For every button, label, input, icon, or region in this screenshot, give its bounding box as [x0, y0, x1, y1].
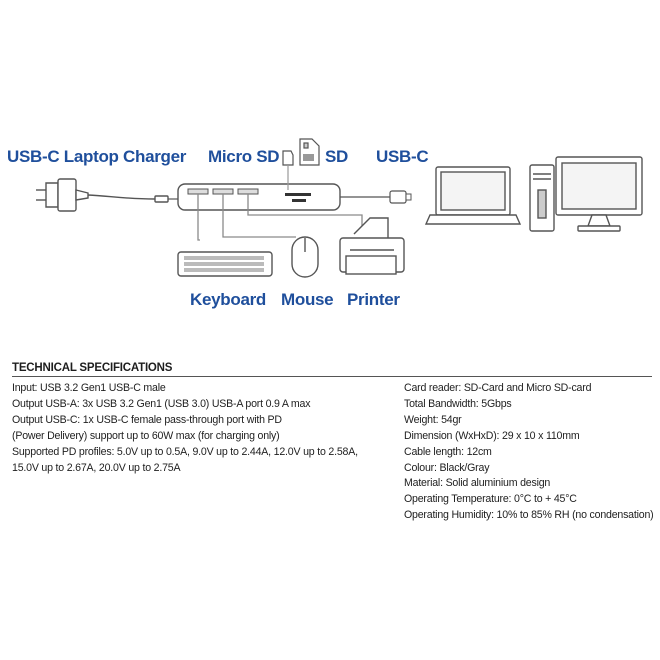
spec-line: Operating Humidity: 10% to 85% RH (no co… [404, 509, 654, 522]
sd-card-icon [299, 138, 320, 166]
spec-line: Material: Solid aluminium design [404, 477, 551, 490]
label-sd: SD [325, 147, 349, 166]
spec-line: Total Bandwidth: 5Gbps [404, 397, 512, 410]
spec-line: 15.0V up to 2.67A, 20.0V up to 2.75A [12, 461, 181, 474]
keyboard-icon [177, 251, 273, 277]
printer-icon [339, 217, 405, 275]
desktop-tower-icon [529, 164, 555, 232]
spec-line: Colour: Black/Gray [404, 461, 490, 474]
mouse-icon [291, 236, 319, 278]
connection-diagram [36, 138, 643, 278]
laptop-icon [424, 166, 522, 225]
label-mouse: Mouse [281, 290, 334, 309]
label-micro-sd: Micro SD [208, 147, 280, 166]
spec-line: Output USB-C: 1x USB-C female pass-throu… [12, 413, 282, 426]
spec-line: Supported PD profiles: 5.0V up to 0.5A, … [12, 445, 358, 458]
peripheral-cables [197, 194, 363, 241]
spec-column-right: Card reader: SD-Card and Micro SD-card T… [404, 381, 654, 524]
spec-divider [12, 376, 652, 377]
label-printer: Printer [347, 290, 400, 309]
label-usb-c: USB-C [376, 147, 429, 166]
spec-line: Weight: 54gr [404, 413, 462, 426]
spec-line: Output USB-A: 3x USB 3.2 Gen1 (USB 3.0) … [12, 397, 311, 410]
spec-line: Input: USB 3.2 Gen1 USB-C male [12, 382, 166, 394]
spec-line: Cable length: 12cm [404, 445, 492, 458]
spec-line: Dimension (WxHxD): 29 x 10 x 110mm [404, 429, 580, 442]
usb-hub-icon [177, 183, 412, 211]
spec-column-left: Input: USB 3.2 Gen1 USB-C male Output US… [12, 381, 358, 476]
spec-title: TECHNICAL SPECIFICATIONS [12, 362, 173, 374]
spec-line: Card reader: SD-Card and Micro SD-card [404, 382, 592, 394]
micro-sd-card-icon [282, 150, 294, 190]
spec-line: (Power Delivery) support up to 60W max (… [12, 429, 280, 442]
monitor-icon [555, 156, 643, 232]
charger-icon [36, 178, 169, 212]
label-usb-c-laptop-charger: USB-C Laptop Charger [7, 147, 187, 166]
label-keyboard: Keyboard [190, 290, 267, 309]
spec-line: Operating Temperature: 0°C to + 45°C [404, 493, 577, 506]
